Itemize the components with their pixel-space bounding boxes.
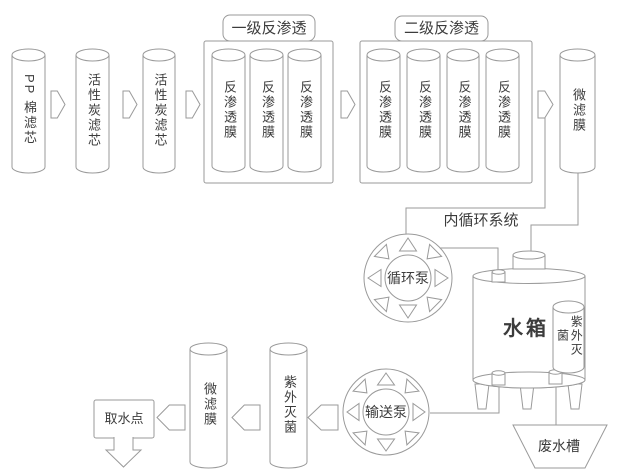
- ro-membrane-1-top: [211, 48, 246, 62]
- transfer-pump-blade-3: [376, 438, 396, 452]
- flow-arrow-9: [104, 437, 143, 468]
- transfer-pump-blade-4: [352, 430, 368, 446]
- ro-membrane-6-top: [446, 48, 480, 62]
- first-stage-ro-tag: [222, 14, 316, 42]
- pp-cotton-filter-cartridge-top: [11, 48, 46, 62]
- tank-leg-3: [567, 383, 583, 410]
- water-intake-point-box: [93, 399, 155, 439]
- tank-top-nozzle-top: [491, 269, 506, 275]
- flow-arrow-1: [50, 90, 66, 119]
- microfiltration-membrane-top-body: [559, 55, 596, 174]
- transfer-pump-blade-2: [404, 430, 420, 446]
- second-stage-ro-tag: [394, 15, 489, 42]
- uv-sterilizer-in-tank-top: [552, 300, 585, 314]
- transfer-pump-blade-5: [346, 402, 360, 422]
- circulation-pump-blade-6: [373, 243, 390, 260]
- pipe-microfilter-to-tank-cap: [530, 172, 579, 256]
- ro-membrane-2-body: [249, 55, 284, 173]
- tank-cap-top: [512, 250, 546, 260]
- uv-sterilizer-bottom-top: [269, 342, 308, 356]
- pipe-tank-bottom-to-transfer-pump: [430, 384, 500, 414]
- circulation-pump-blade-5: [367, 268, 382, 288]
- ro-membrane-7-body: [485, 55, 520, 173]
- flow-arrow-7: [231, 404, 261, 431]
- circulation-pump-blade-2: [426, 296, 443, 313]
- ro-membrane-3-body: [287, 55, 322, 173]
- tank-leg-1: [474, 383, 490, 410]
- circulation-pump-blade-1: [434, 268, 449, 288]
- uv-sterilizer-bottom-body: [269, 349, 308, 469]
- tank-bottom-nozzle-1: [491, 373, 506, 386]
- activated-carbon-cartridge-2-top: [142, 48, 176, 62]
- tank-bottom-nozzle-2: [548, 372, 563, 385]
- transfer-pump-inner-circle: [362, 388, 410, 436]
- ro-membrane-6-body: [446, 55, 480, 173]
- tank-top-rim: [472, 268, 586, 284]
- activated-carbon-cartridge-1-body: [75, 55, 110, 174]
- circulation-pump-blade-4: [373, 296, 390, 313]
- activated-carbon-cartridge-2-body: [142, 55, 176, 174]
- circulation-pump-blade-7: [398, 237, 418, 252]
- ro-membrane-5-body: [406, 55, 441, 173]
- waste-water-trough: [512, 424, 608, 469]
- transfer-pump-blade-7: [376, 372, 396, 386]
- circulation-pump-blade-3: [398, 304, 418, 319]
- flow-arrow-3: [185, 90, 201, 119]
- ro-membrane-1-body: [211, 55, 246, 173]
- ro-membrane-3-top: [287, 48, 322, 62]
- circulation-pump-inner-circle: [384, 254, 432, 302]
- transfer-pump-blade-1: [412, 402, 426, 422]
- microfiltration-membrane-bottom-body: [189, 349, 228, 469]
- microfiltration-membrane-bottom-top: [189, 342, 228, 356]
- ro-membrane-4-top: [366, 48, 401, 62]
- flow-arrow-5: [537, 90, 554, 119]
- flow-arrow-2: [122, 90, 138, 119]
- transfer-pump-blade-6: [352, 378, 368, 394]
- activated-carbon-cartridge-1-top: [75, 48, 110, 62]
- ro-membrane-7-top: [485, 48, 520, 62]
- flow-arrow-6: [307, 404, 339, 431]
- transfer-pump-blade-8: [404, 378, 420, 394]
- pp-cotton-filter-cartridge-body: [11, 55, 46, 174]
- flow-arrow-4: [340, 90, 356, 119]
- ro-membrane-5-top: [406, 48, 441, 62]
- ro-membrane-4-body: [366, 55, 401, 173]
- pipe-circulation-pump-to-tank-top: [440, 247, 499, 272]
- tank-bottom-rim: [472, 371, 586, 389]
- flow-arrow-8: [156, 404, 186, 431]
- uv-sterilizer-in-tank-body: [552, 307, 585, 374]
- ro-membrane-2-top: [249, 48, 284, 62]
- tank-bottom-nozzle-1-top: [491, 370, 506, 376]
- circulation-pump-blade-8: [426, 243, 443, 260]
- microfiltration-membrane-top-top: [559, 48, 596, 62]
- pipe-ro-outlet-to-circulation-pump: [405, 116, 546, 235]
